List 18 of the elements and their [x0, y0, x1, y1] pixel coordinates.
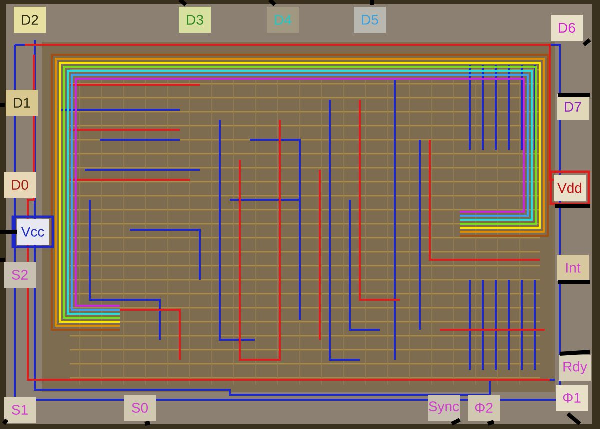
pad-label: D0: [12, 180, 28, 190]
pad-label: Rdy: [564, 362, 588, 375]
pad-label: Vcc: [21, 227, 44, 237]
pad-label: S1: [12, 405, 28, 415]
pad-label: Int: [566, 263, 581, 273]
pad-label: D2: [22, 15, 38, 25]
pad-label: D3: [187, 15, 204, 25]
pad-label: S2: [12, 270, 28, 280]
pad-label: S0: [132, 403, 148, 413]
pad-label: D7: [565, 102, 582, 112]
pad-label: Φ2: [475, 403, 493, 413]
pad-label: D6: [559, 23, 576, 33]
pad-label: D1: [14, 98, 30, 108]
pad-label: Sync: [429, 402, 460, 414]
pad-label: D4: [275, 15, 292, 25]
pad-label: Φ1: [563, 393, 581, 403]
pad-label: Vdd: [558, 182, 582, 194]
pad-label: D5: [362, 15, 378, 25]
